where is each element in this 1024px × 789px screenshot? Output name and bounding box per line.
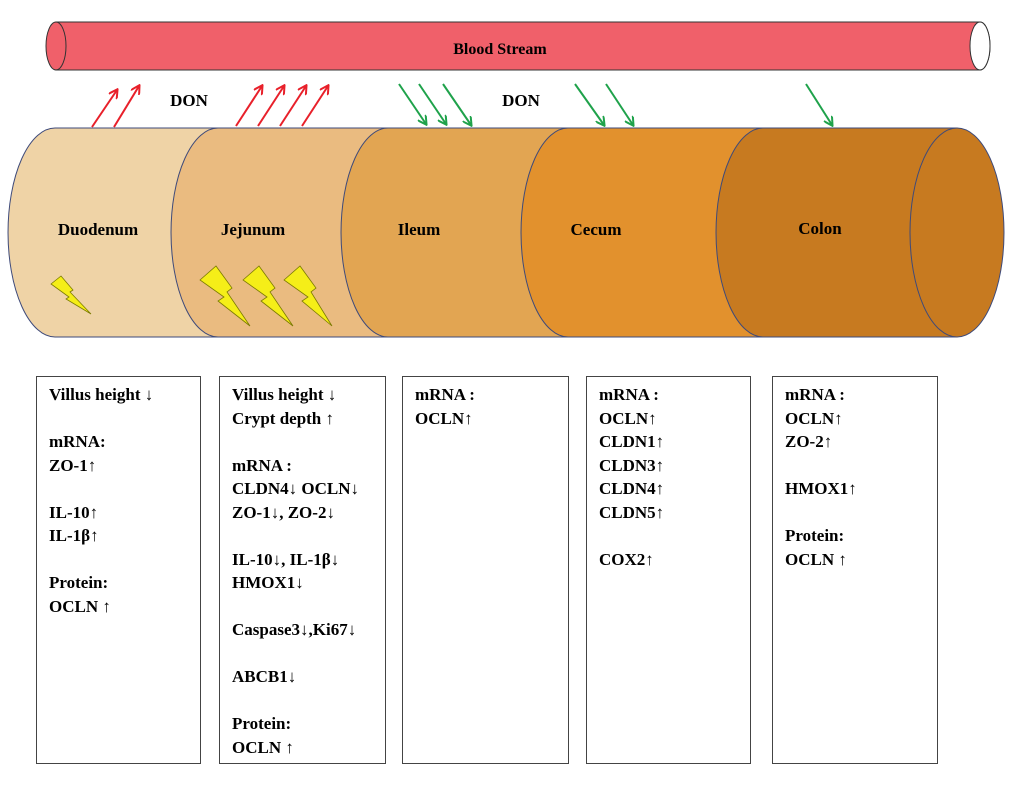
secretion-arrows bbox=[398, 83, 832, 125]
findings-box-cecum: mRNA : OCLN↑ CLDN1↑ CLDN3↑ CLDN4↑ CLDN5↑ COX2↑ bbox=[586, 376, 751, 764]
finding-line: OCLN↑ bbox=[599, 408, 657, 428]
arrow-down-2 bbox=[418, 83, 446, 124]
finding-line: Caspase3↓,Ki67↓ bbox=[232, 620, 357, 639]
finding-line: IL-10↑ bbox=[49, 502, 99, 522]
finding-line: OCLN ↑ bbox=[232, 737, 294, 757]
finding-line: ZO-1↓, ZO-2↓ bbox=[232, 502, 335, 522]
arrow-down-4 bbox=[574, 83, 604, 125]
arrow-down-5 bbox=[605, 83, 633, 125]
finding-line: mRNA : bbox=[415, 385, 475, 404]
finding-line bbox=[232, 595, 385, 619]
finding-line bbox=[785, 454, 937, 478]
finding-line: OCLN↑ bbox=[785, 408, 843, 428]
finding-line: COX2↑ bbox=[599, 549, 654, 569]
finding-line: mRNA : bbox=[785, 385, 845, 404]
arrow-up-5 bbox=[279, 86, 306, 127]
finding-line: CLDN1↑ bbox=[599, 432, 665, 451]
finding-line: HMOX1↑ bbox=[785, 479, 857, 498]
findings-lines: mRNA : OCLN↑ bbox=[415, 383, 568, 430]
arrow-down-3 bbox=[442, 83, 471, 125]
finding-line: mRNA : bbox=[599, 385, 659, 404]
segment-label-colon: Colon bbox=[798, 219, 842, 238]
finding-line: Crypt depth ↑ bbox=[232, 408, 335, 428]
findings-lines: Villus height ↓ mRNA: ZO-1↑ IL-10↑ IL-1β↑ Pro… bbox=[49, 383, 200, 618]
findings-box-jejunum: Villus height ↓ Crypt depth ↑ mRNA : CLDN4↓… bbox=[219, 376, 386, 764]
finding-line bbox=[49, 477, 200, 501]
findings-lines: mRNA : OCLN↑ CLDN1↑ CLDN3↑ CLDN4↑ CLDN5↑ COX2↑ bbox=[599, 383, 750, 571]
colon-end-cap bbox=[909, 127, 1005, 338]
finding-line: IL-1β↑ bbox=[49, 526, 99, 545]
finding-line bbox=[232, 642, 385, 666]
findings-box-duodenum: Villus height ↓ mRNA: ZO-1↑ IL-10↑ IL-1β↑ Pro… bbox=[36, 376, 201, 764]
finding-line bbox=[49, 548, 200, 572]
finding-line: OCLN ↑ bbox=[49, 596, 111, 616]
don-label-2: DON bbox=[502, 91, 541, 110]
finding-line: HMOX1↓ bbox=[232, 573, 304, 592]
segment-label-ileum: Ileum bbox=[398, 220, 441, 239]
finding-line bbox=[785, 501, 937, 525]
findings-box-colon: mRNA : OCLN↑ ZO-2↑ HMOX1↑ Protein: OCLN ↑ bbox=[772, 376, 938, 764]
finding-line: CLDN5↑ bbox=[599, 502, 665, 522]
finding-line: Protein: bbox=[785, 526, 845, 545]
finding-line: ZO-2↑ bbox=[785, 432, 833, 451]
blood-stream-tube: Blood Stream bbox=[45, 21, 991, 71]
findings-lines: Villus height ↓ Crypt depth ↑ mRNA : CLDN4↓… bbox=[232, 383, 385, 759]
damage-markers bbox=[50, 265, 333, 327]
segment-cecum: Cecum bbox=[520, 127, 766, 338]
arrow-up-1 bbox=[91, 90, 117, 128]
segment-ileum: Ileum bbox=[340, 127, 571, 338]
finding-line: ABCB1↓ bbox=[232, 667, 297, 686]
finding-line bbox=[232, 524, 385, 548]
finding-line bbox=[232, 430, 385, 454]
finding-line: OCLN↑ bbox=[415, 408, 473, 428]
intestine-segments: Duodenum Jejunum Ileum Cecum Colon bbox=[7, 127, 1005, 338]
finding-line: CLDN4↓ OCLN↓ bbox=[232, 479, 360, 498]
finding-line: OCLN ↑ bbox=[785, 549, 847, 569]
arrow-up-2 bbox=[113, 86, 139, 128]
finding-line bbox=[232, 689, 385, 713]
absorption-arrows bbox=[91, 86, 328, 128]
lightning-icon bbox=[283, 265, 333, 327]
finding-line: mRNA : bbox=[232, 455, 292, 475]
finding-line: mRNA: bbox=[49, 432, 106, 451]
segment-label-cecum: Cecum bbox=[571, 220, 622, 239]
finding-line: CLDN4↑ bbox=[599, 479, 665, 498]
findings-lines: mRNA : OCLN↑ ZO-2↑ HMOX1↑ Protein: OCLN ↑ bbox=[785, 383, 937, 571]
finding-line: Villus height ↓ bbox=[49, 385, 154, 404]
segment-label-duodenum: Duodenum bbox=[58, 220, 138, 239]
lightning-icon bbox=[50, 275, 92, 315]
finding-line: IL-10↓, IL-1β↓ bbox=[232, 549, 340, 569]
arrow-down-1 bbox=[398, 83, 426, 124]
arrow-down-6 bbox=[805, 83, 832, 125]
finding-line bbox=[599, 524, 750, 548]
arrow-up-6 bbox=[301, 86, 328, 127]
finding-line: Villus height ↓ bbox=[232, 385, 337, 404]
arrow-up-3 bbox=[235, 86, 262, 127]
lightning-icon bbox=[242, 265, 294, 327]
finding-line bbox=[49, 407, 200, 431]
findings-box-ileum: mRNA : OCLN↑ bbox=[402, 376, 569, 764]
arrow-up-4 bbox=[257, 86, 284, 127]
blood-stream-label: Blood Stream bbox=[453, 41, 547, 58]
finding-line: Protein: bbox=[232, 714, 292, 733]
segment-label-jejunum: Jejunum bbox=[221, 220, 285, 239]
don-label-1: DON bbox=[170, 91, 209, 110]
finding-line: CLDN3↑ bbox=[599, 455, 665, 475]
segment-colon: Colon bbox=[715, 127, 1005, 338]
finding-line: ZO-1↑ bbox=[49, 455, 97, 475]
lightning-icon bbox=[199, 265, 251, 327]
finding-line: Protein: bbox=[49, 573, 109, 592]
